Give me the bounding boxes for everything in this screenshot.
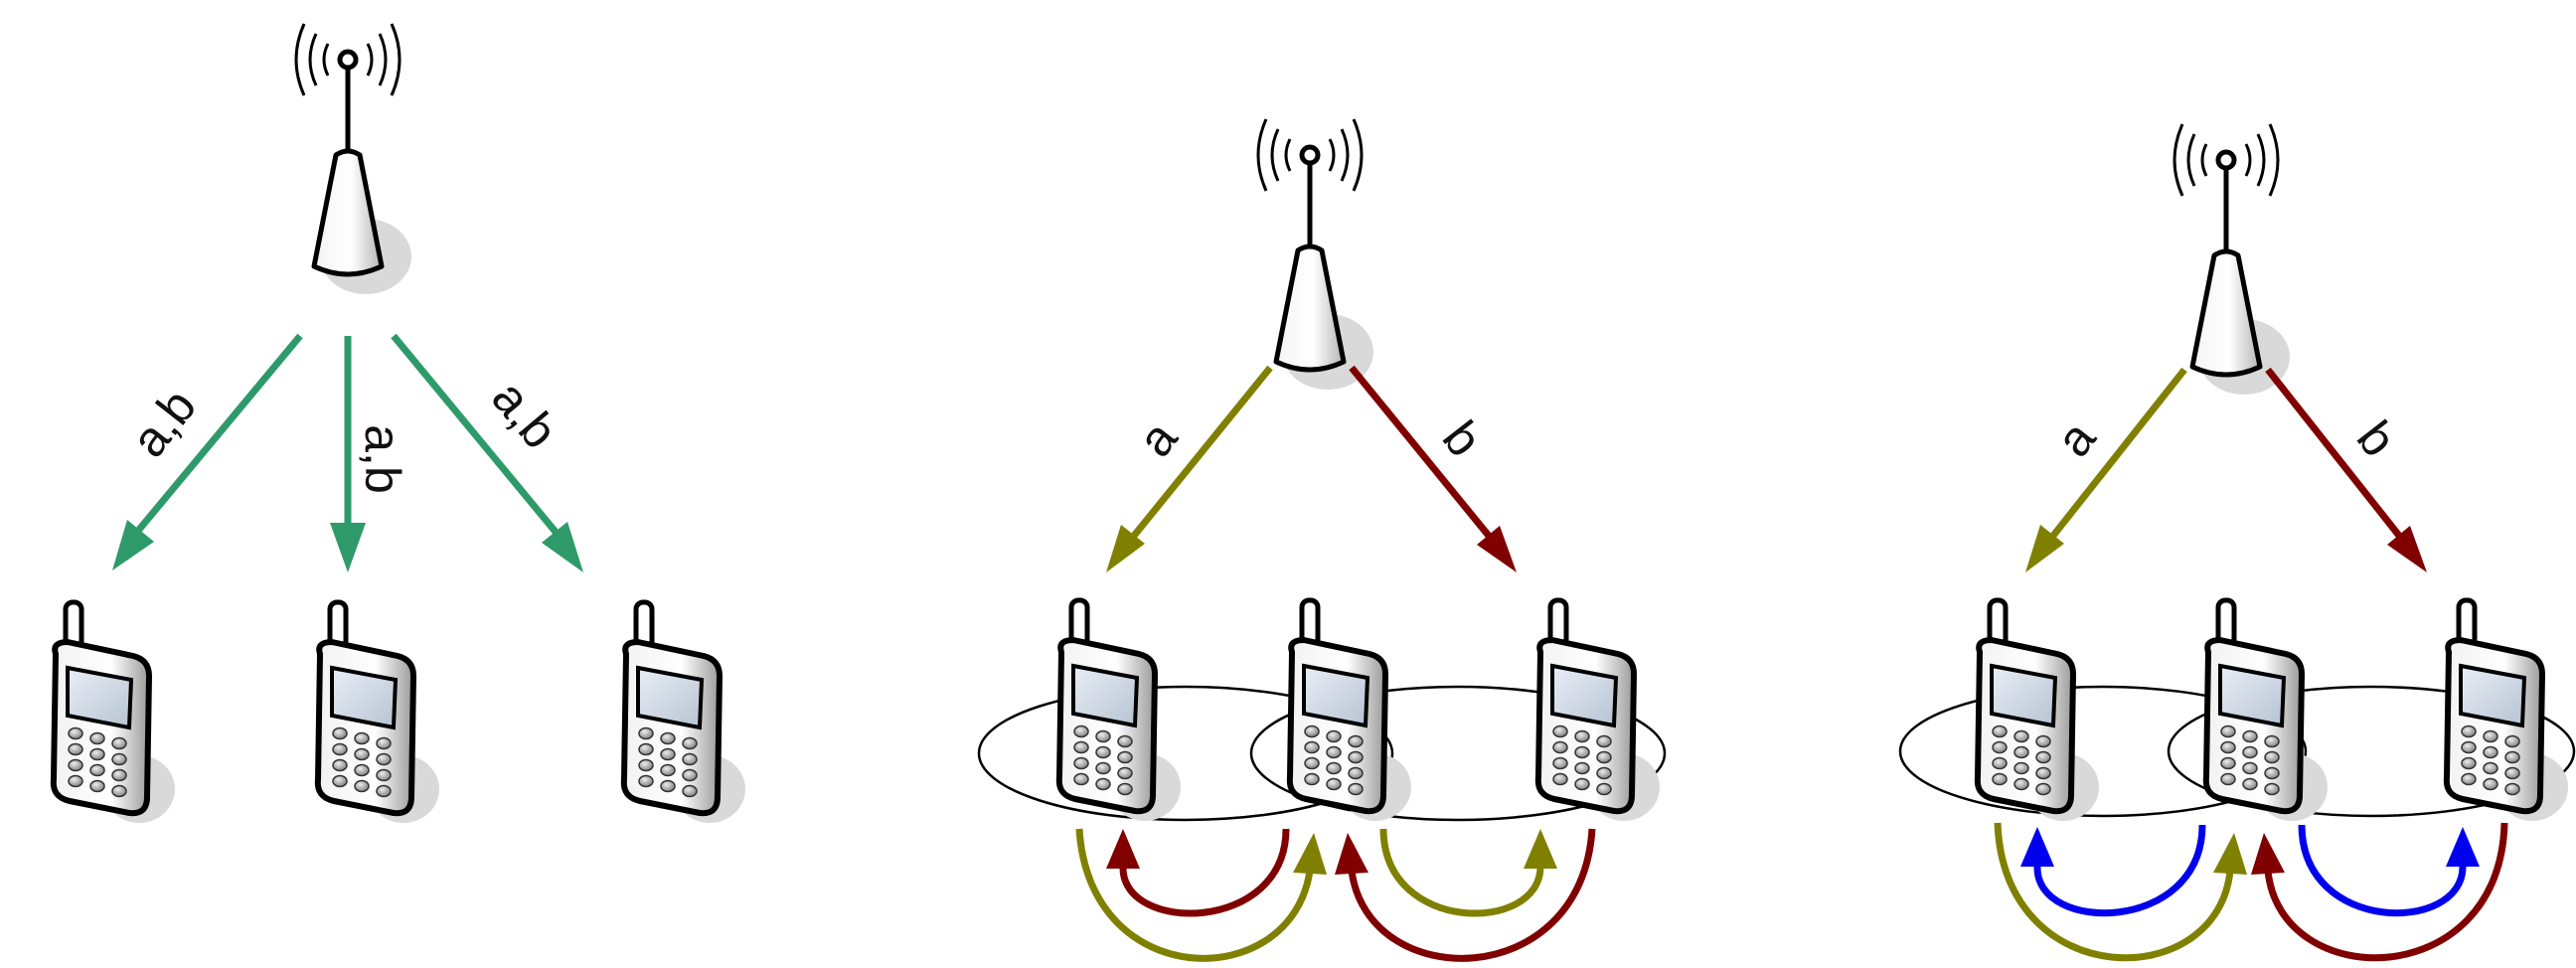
mobile-phone-icon bbox=[1978, 600, 2099, 821]
relay-arrow-inner-left bbox=[2020, 824, 2206, 917]
link-label: a,b bbox=[120, 379, 207, 467]
mobile-phone-icon bbox=[2206, 600, 2328, 821]
relay-arrow-inner-right bbox=[1379, 828, 1557, 917]
link-label: b bbox=[2346, 410, 2407, 466]
cluster-right-ellipse bbox=[1249, 685, 1667, 822]
broadcast-arrow-left bbox=[112, 333, 303, 570]
cluster-right-ellipse bbox=[2167, 685, 2576, 818]
stream-b-arrow bbox=[2265, 367, 2427, 572]
relay-arrow-outer-left bbox=[1075, 828, 1327, 962]
base-station-icon bbox=[2174, 124, 2290, 395]
link-label: a bbox=[1127, 410, 1188, 467]
stream-a-arrow bbox=[2025, 367, 2187, 572]
base-station-icon bbox=[1258, 119, 1373, 390]
mobile-phone-icon bbox=[54, 602, 175, 823]
panel-split-relay: a b bbox=[977, 119, 1667, 962]
relay-arrow-outer-left bbox=[1994, 822, 2247, 962]
panel-broadcast: a,b a,b a,b bbox=[54, 24, 745, 823]
link-label: b bbox=[1432, 410, 1493, 466]
panel-split-relay-coded: a b bbox=[1898, 124, 2576, 962]
broadcast-arrow-right bbox=[391, 333, 583, 572]
relay-arrow-inner-left bbox=[1106, 828, 1290, 917]
base-station-icon bbox=[296, 24, 411, 294]
link-label: a,b bbox=[355, 424, 410, 494]
link-label: a bbox=[2045, 410, 2106, 467]
link-label: a,b bbox=[481, 370, 568, 458]
broadcast-arrow-middle bbox=[330, 336, 366, 572]
relay-arrow-inner-right bbox=[2298, 824, 2480, 917]
mobile-phone-icon bbox=[1538, 600, 1660, 821]
cluster-left-ellipse bbox=[977, 685, 1394, 822]
mobile-phone-icon bbox=[1290, 600, 1411, 821]
cluster-left-ellipse bbox=[1898, 685, 2308, 818]
stream-a-arrow bbox=[1106, 365, 1273, 572]
mobile-phone-icon bbox=[1059, 600, 1181, 821]
relay-arrow-outer-right bbox=[1335, 828, 1596, 962]
stream-b-arrow bbox=[1349, 365, 1517, 572]
mobile-phone-icon bbox=[624, 602, 745, 823]
mobile-phone-icon bbox=[318, 602, 439, 823]
mobile-phone-icon bbox=[2447, 600, 2568, 821]
relay-arrow-outer-right bbox=[2251, 822, 2508, 962]
